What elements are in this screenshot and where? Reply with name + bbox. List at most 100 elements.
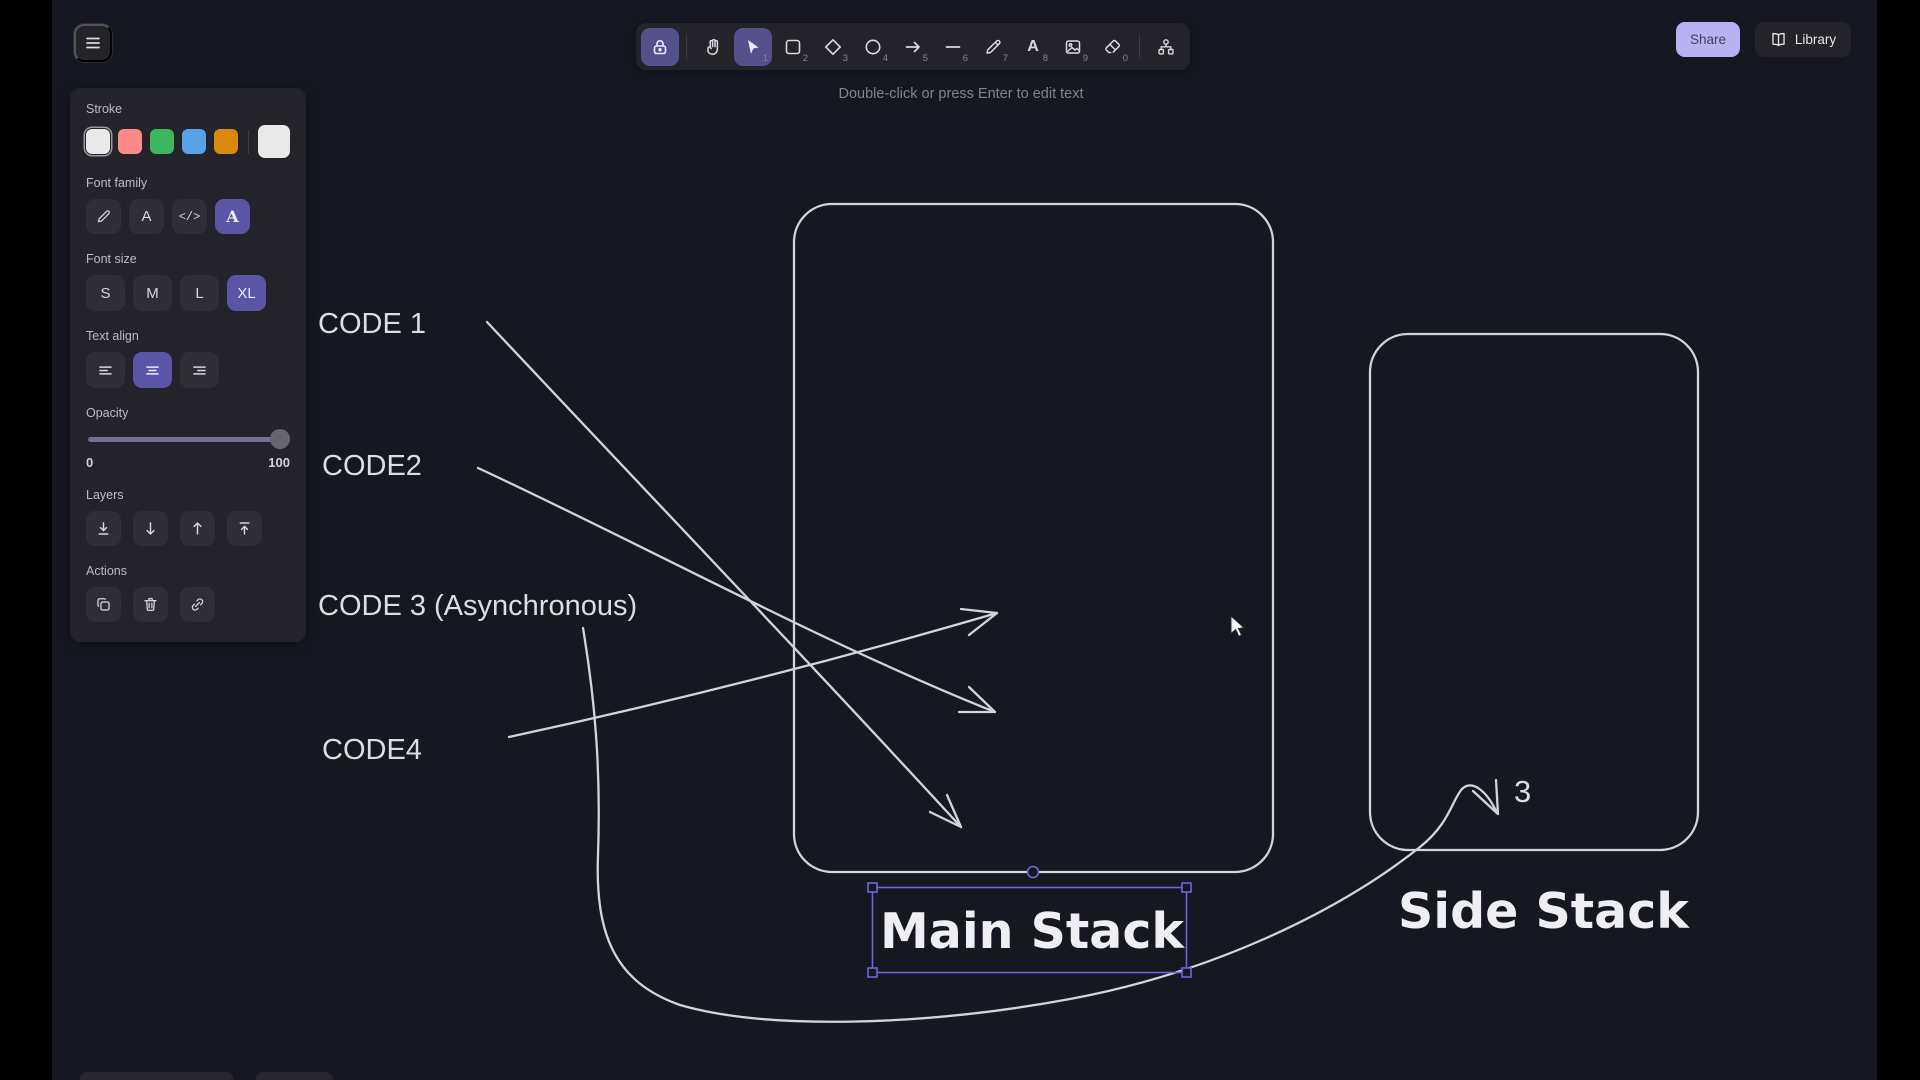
stroke-swatch-green[interactable] — [149, 129, 174, 154]
pencil-icon — [983, 37, 1003, 57]
font-hand-drawn-button[interactable] — [86, 199, 121, 234]
more-tools-button[interactable] — [1147, 28, 1185, 66]
layers-label: Layers — [86, 488, 124, 502]
font-code-button[interactable]: </> — [172, 199, 207, 234]
align-center-icon — [144, 362, 161, 379]
arrow-code4[interactable] — [507, 607, 999, 739]
stroke-swatch-orange[interactable] — [213, 129, 238, 154]
toolbar-divider — [1139, 34, 1140, 59]
tool-shortcut: 5 — [922, 52, 928, 64]
draw-tool-button[interactable]: 7 — [974, 28, 1012, 66]
stroke-swatch-blue[interactable] — [181, 129, 206, 154]
square-icon — [783, 37, 803, 57]
main-menu-button[interactable] — [74, 24, 112, 62]
send-backward-button[interactable] — [133, 511, 168, 546]
canvas-text-side-stack[interactable]: Side Stack — [1398, 883, 1689, 940]
eraser-icon — [1103, 37, 1123, 57]
align-left-button[interactable] — [86, 352, 125, 388]
canvas-text-3[interactable]: 3 — [1514, 774, 1532, 809]
tool-shortcut: 0 — [1122, 52, 1128, 64]
tool-shortcut: 8 — [1042, 52, 1048, 64]
tool-shortcut: 4 — [882, 52, 888, 64]
link-icon — [189, 596, 206, 613]
line-tool-button[interactable]: 6 — [934, 28, 972, 66]
selection-tool-button[interactable]: 1 — [734, 27, 772, 66]
bring-to-front-button[interactable] — [227, 511, 262, 546]
canvas-text-code2[interactable]: CODE2 — [322, 450, 422, 482]
canvas-text-code1[interactable]: CODE 1 — [318, 308, 426, 340]
font-size-l-button[interactable]: L — [180, 275, 219, 311]
font-size-s-button[interactable]: S — [86, 275, 125, 311]
layers-section: Layers — [86, 488, 290, 546]
ellipse-tool-button[interactable]: 4 — [854, 28, 892, 66]
delete-button[interactable] — [133, 587, 168, 622]
align-center-button[interactable] — [133, 352, 172, 388]
main-stack-box[interactable] — [792, 202, 1275, 874]
font-lettering-button[interactable]: A — [215, 199, 250, 234]
tool-shortcut: 7 — [1002, 52, 1008, 64]
properties-panel: Stroke Font family A — [70, 88, 306, 642]
normal-font-icon: A — [141, 208, 152, 225]
canvas-text-code3[interactable]: CODE 3 (Asynchronous) — [318, 590, 638, 622]
opacity-thumb[interactable] — [270, 429, 290, 449]
arrow-code1[interactable] — [485, 320, 963, 829]
align-right-icon — [191, 362, 208, 379]
bottom-undo-controls-partial[interactable] — [256, 1072, 333, 1080]
drawing-canvas[interactable] — [52, 0, 1877, 1080]
image-icon — [1063, 37, 1083, 57]
link-button[interactable] — [180, 587, 215, 622]
canvas-text-main-stack[interactable]: Main Stack — [880, 903, 1184, 960]
opacity-min: 0 — [86, 455, 94, 470]
font-size-label: Font size — [86, 252, 137, 266]
arrow-code2[interactable] — [476, 466, 997, 714]
stroke-swatch-white[interactable] — [86, 129, 110, 154]
tool-shortcut: 2 — [802, 52, 808, 64]
font-size-xl-button[interactable]: XL — [227, 275, 266, 311]
font-size-section: Font size S M L XL — [86, 252, 290, 311]
share-button[interactable]: Share — [1676, 22, 1740, 57]
send-to-back-button[interactable] — [86, 511, 121, 546]
image-tool-button[interactable]: 9 — [1054, 28, 1092, 66]
book-icon — [1770, 31, 1787, 48]
cursor-icon — [743, 37, 763, 57]
font-family-label: Font family — [86, 176, 148, 190]
lettering-font-icon: A — [226, 207, 239, 226]
current-stroke-color[interactable] — [258, 125, 291, 158]
hand-icon — [703, 37, 723, 57]
selection-box[interactable] — [867, 882, 1192, 978]
bring-to-front-icon — [236, 520, 253, 537]
bottom-zoom-controls-partial[interactable] — [80, 1072, 233, 1080]
stroke-label: Stroke — [86, 102, 123, 116]
side-stack-box[interactable] — [1368, 332, 1700, 852]
rectangle-tool-button[interactable]: 2 — [774, 28, 812, 66]
library-button[interactable]: Library — [1755, 22, 1851, 57]
lock-tool-button[interactable] — [641, 27, 679, 66]
arrow-tool-button[interactable]: 5 — [894, 28, 932, 66]
toolbar-divider — [686, 34, 687, 59]
font-normal-button[interactable]: A — [129, 199, 164, 234]
line-icon — [943, 37, 963, 57]
align-right-button[interactable] — [180, 352, 219, 388]
canvas-text-code4[interactable]: CODE4 — [322, 734, 422, 766]
tool-shortcut: 1 — [762, 52, 768, 64]
selection-handles[interactable] — [867, 882, 1192, 978]
mouse-cursor — [1230, 614, 1246, 637]
actions-section: Actions — [86, 564, 290, 622]
opacity-track[interactable] — [88, 437, 288, 442]
text-tool-button[interactable]: A 8 — [1014, 28, 1052, 66]
stroke-swatch-red[interactable] — [117, 129, 142, 154]
resize-midpoint-handle[interactable] — [1026, 865, 1040, 879]
library-label: Library — [1794, 32, 1837, 47]
diamond-icon — [823, 37, 843, 57]
diamond-tool-button[interactable]: 3 — [814, 28, 852, 66]
hand-tool-button[interactable] — [694, 28, 732, 66]
duplicate-button[interactable] — [86, 587, 121, 622]
bring-forward-button[interactable] — [180, 511, 215, 546]
eraser-tool-button[interactable]: 0 — [1094, 28, 1132, 66]
font-size-m-button[interactable]: M — [133, 275, 172, 311]
opacity-slider[interactable] — [88, 429, 290, 449]
shapes-icon — [1156, 37, 1176, 57]
arrow-code3-curved[interactable] — [581, 626, 1500, 1023]
right-letterbox — [1877, 0, 1920, 1080]
